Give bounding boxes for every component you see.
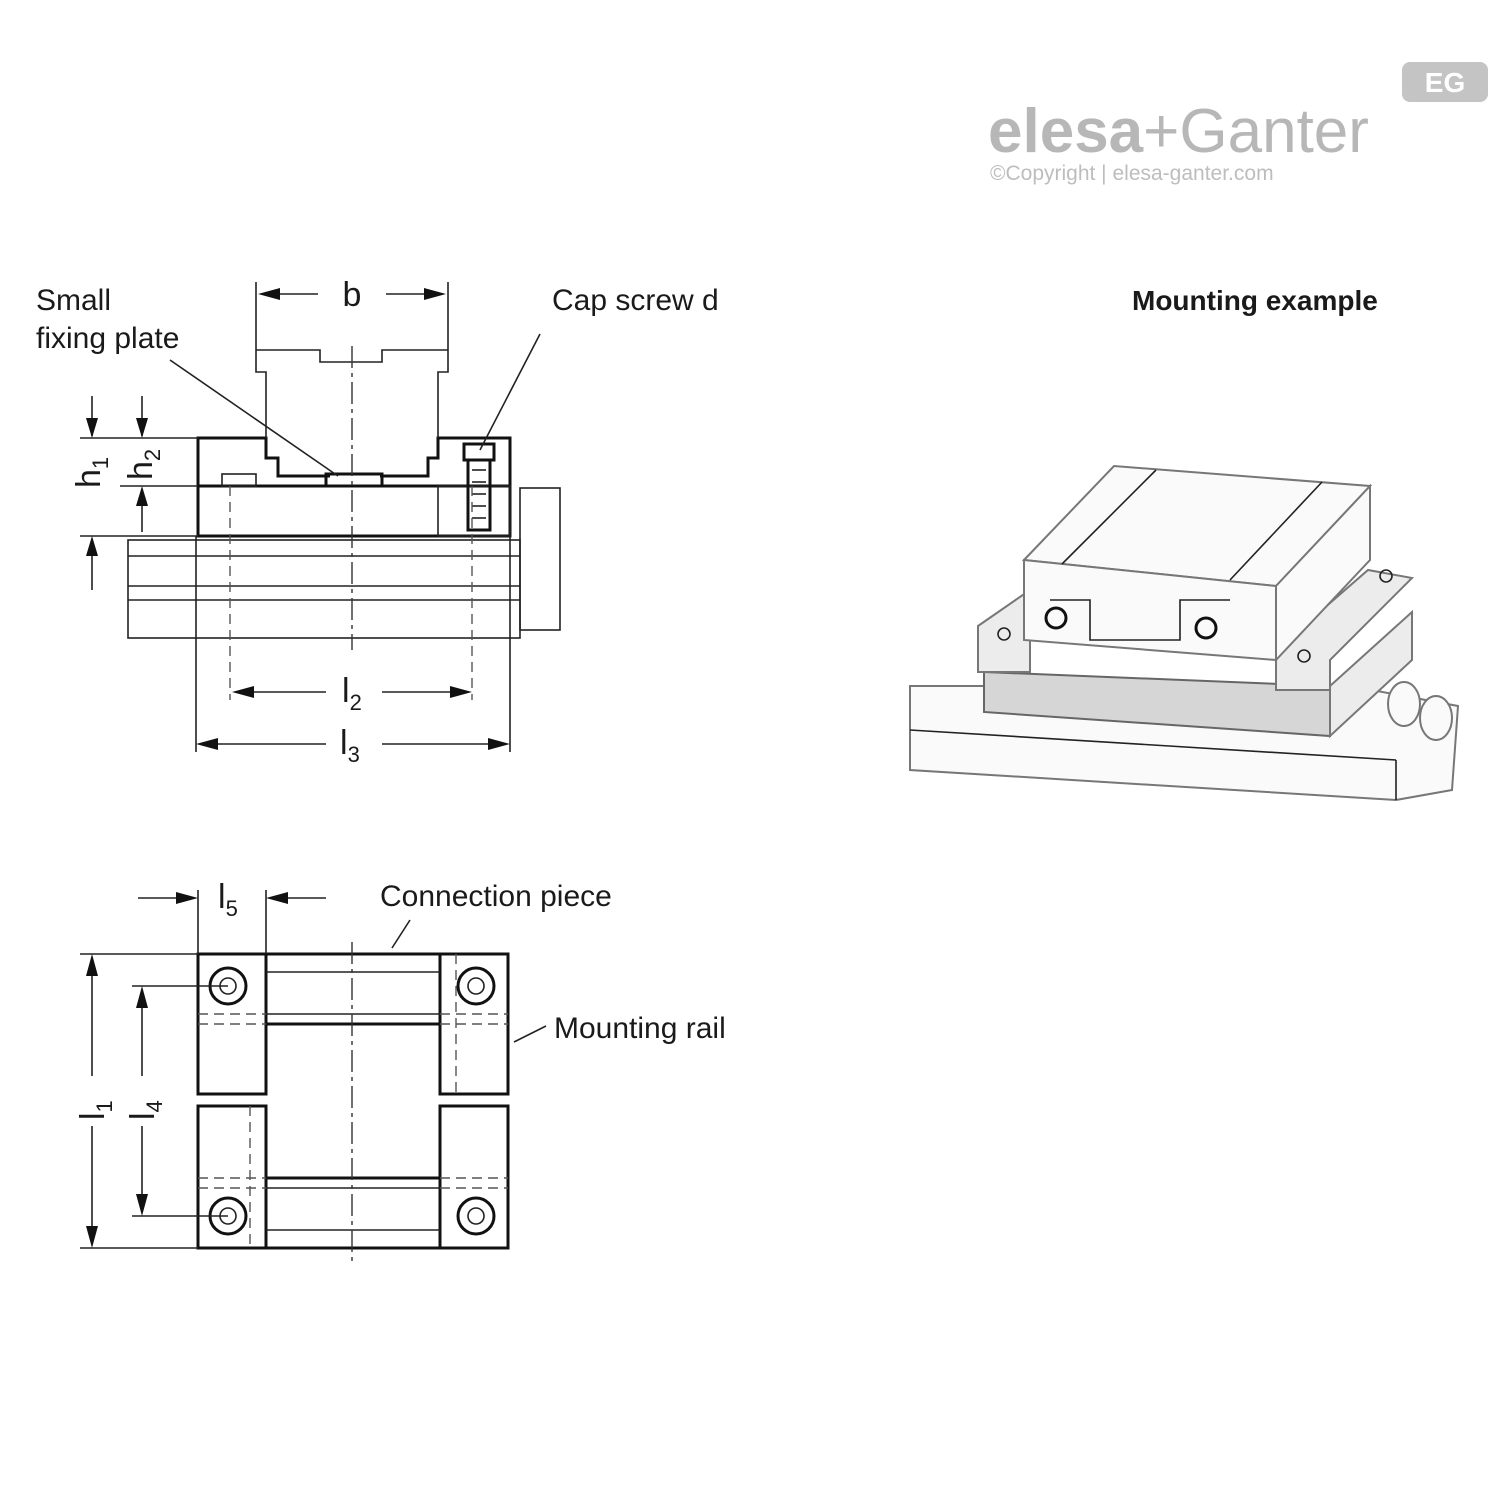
- leader-mounting-rail: [513, 1025, 547, 1043]
- label-small-fixing-plate-1: Small: [36, 284, 111, 317]
- left-jaw: [196, 436, 330, 486]
- dim-l2: l2: [342, 672, 362, 715]
- iso-screw-right: [1194, 616, 1218, 640]
- screw-hole-bottom-right: [456, 1196, 496, 1236]
- mounting-rail-bottom-right: [438, 1104, 510, 1250]
- logo-brand: elesa+Ganter: [988, 97, 1369, 166]
- logo-badge: [1402, 62, 1488, 102]
- label-mounting-example: Mounting example: [1132, 285, 1378, 316]
- leader-cap-screw: [479, 333, 541, 451]
- dim-h1: h1: [70, 457, 113, 488]
- cap-screw-section: [437, 485, 511, 537]
- dim-l1: l1: [74, 1100, 117, 1120]
- front-view: b h1 h2 l2 l3 Small fix: [36, 276, 719, 767]
- iso-right-jaw: [1275, 568, 1415, 691]
- label-cap-screw: Cap screw d: [552, 284, 719, 317]
- leader-small-fixing-plate: [169, 359, 339, 477]
- iso-left-jaw: [977, 588, 1031, 673]
- dim-l5: l5: [218, 878, 238, 921]
- cap-screw-head: [462, 442, 496, 462]
- slide-profile: [255, 349, 449, 438]
- screw-hole-top-right: [456, 966, 496, 1006]
- connection-piece-top: [264, 952, 442, 1026]
- mounting-rail-bottom-left: [196, 1104, 268, 1250]
- cap-screw-shank: [466, 458, 492, 532]
- dim-h2: h2: [122, 449, 165, 480]
- svg-text:h1: h1: [70, 457, 113, 488]
- logo-copyright: ©Copyright | elesa-ganter.com: [990, 162, 1274, 185]
- dim-l4: l4: [124, 1100, 167, 1120]
- label-connection-piece: Connection piece: [380, 880, 612, 913]
- dim-l3: l3: [340, 724, 360, 767]
- svg-text:l1: l1: [74, 1100, 117, 1120]
- rail-end-cap: [519, 487, 561, 631]
- mounting-example: Mounting example: [909, 285, 1460, 802]
- elesa-ganter-logo: EG elesa+Ganter ©Copyright | elesa-gante…: [988, 62, 1488, 185]
- carriage-plate: [196, 484, 512, 538]
- svg-text:h2: h2: [122, 449, 165, 480]
- label-small-fixing-plate-2: fixing plate: [36, 322, 179, 355]
- leader-connection-piece: [391, 919, 411, 949]
- iso-screw-left: [1044, 606, 1068, 630]
- connection-piece-bottom: [264, 1176, 442, 1250]
- top-view: l5 l1 l4 Connection piece Mounting rail: [74, 878, 726, 1262]
- right-jaw: [380, 436, 512, 536]
- dim-b: b: [343, 276, 362, 314]
- logo-badge-text: EG: [1425, 67, 1465, 98]
- small-fixing-plate: [324, 472, 384, 488]
- svg-text:l4: l4: [124, 1100, 167, 1120]
- label-mounting-rail: Mounting rail: [554, 1012, 726, 1045]
- rail-body: [127, 539, 521, 639]
